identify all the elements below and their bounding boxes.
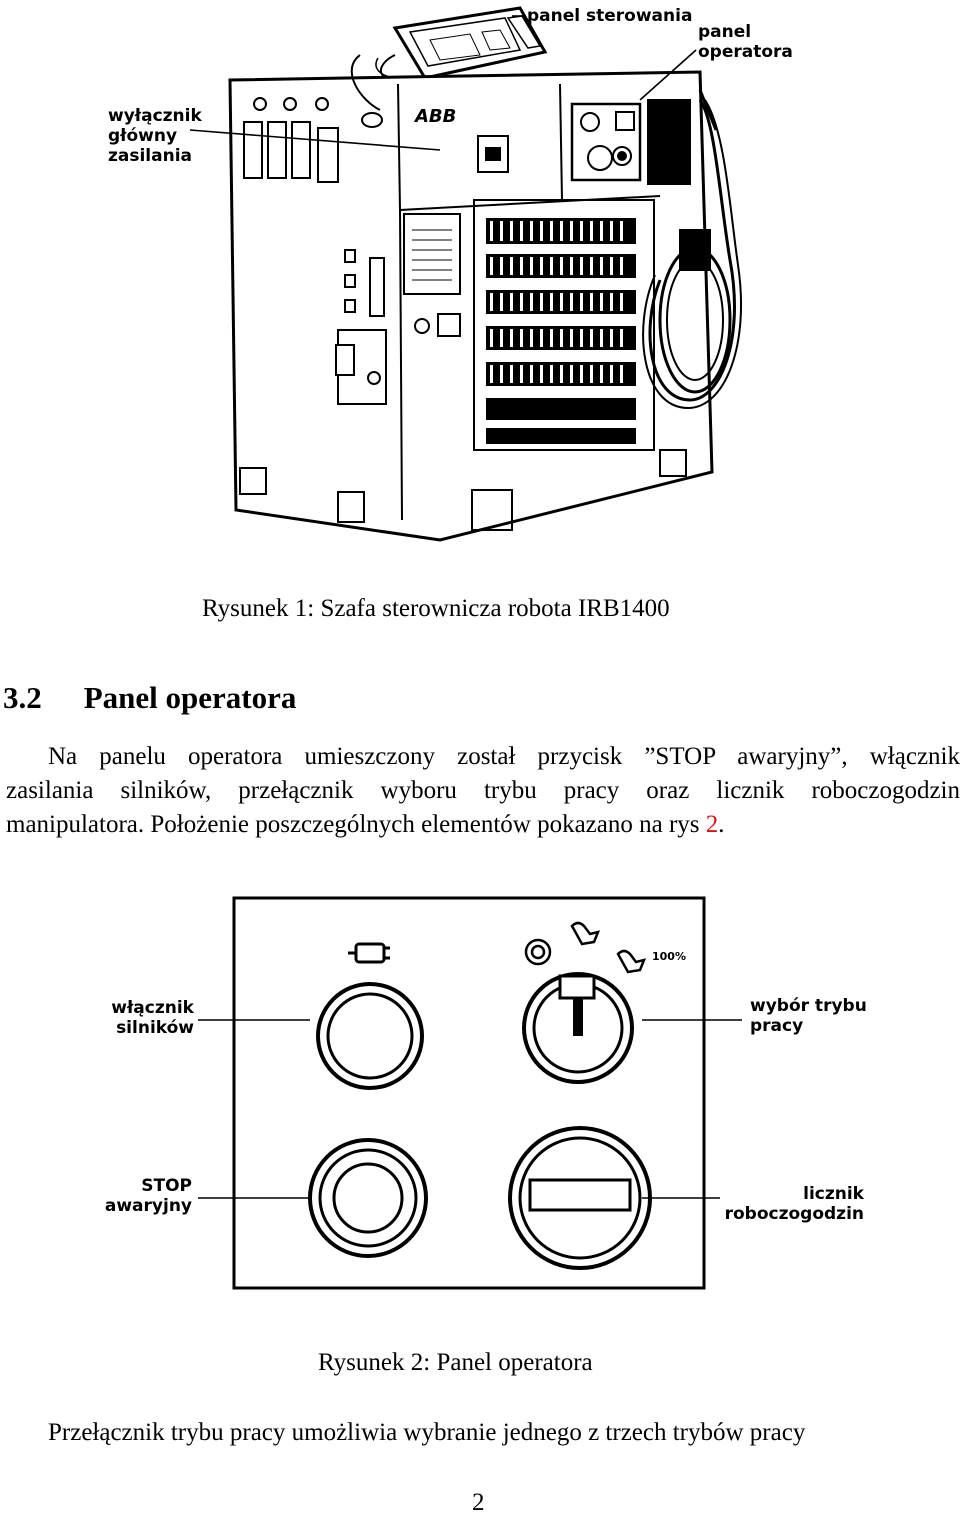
paragraph-2: Przełącznik trybu pracy umożliwia wybran… [48, 1419, 806, 1446]
label-hour-counter-line1: licznik [803, 1184, 864, 1204]
figure2-reference-link[interactable]: 2 [705, 811, 719, 838]
label-main-switch: wyłącznik główny zasilania [108, 106, 202, 166]
paragraph-1-line2: zasilania silników, przełącznik wyboru t… [6, 777, 960, 804]
page-number: 2 [472, 1489, 485, 1516]
paragraph-1: Na panelu operatora umieszczony został p… [6, 740, 960, 842]
figure2-caption: Rysunek 2: Panel operatora [318, 1349, 593, 1376]
label-mode-select-line1: wybór trybu [750, 996, 867, 1016]
paragraph-1-period: . [718, 811, 725, 838]
label-motor-switch-line1: włącznik [111, 998, 194, 1018]
label-mode-select: wybór trybu pracy [750, 996, 867, 1036]
label-operator-panel-line2: operatora [698, 42, 793, 62]
label-hour-counter: licznik roboczogodzin [722, 1184, 864, 1224]
section-number: 3.2 [3, 680, 42, 715]
paragraph-1-line3: manipulatora. Położenie poszczególnych e… [6, 808, 960, 842]
label-main-switch-line3: zasilania [108, 146, 193, 166]
cabinet-operator-panel-icon [350, 54, 742, 410]
label-control-panel: panel sterowania [527, 6, 693, 26]
paragraph-1-line3-text: manipulatora. Położenie poszczególnych e… [6, 811, 706, 838]
label-motor-switch-line2: silników [116, 1018, 194, 1038]
label-emergency-stop-line2: awaryjny [104, 1196, 192, 1216]
label-emergency-stop-line1: STOP [141, 1176, 192, 1196]
abb-brand-logo: ABB [415, 106, 457, 127]
label-main-switch-line1: wyłącznik [108, 106, 202, 126]
label-operator-panel-line1: panel [698, 22, 752, 42]
label-operator-panel: panel operatora [698, 22, 793, 62]
label-motor-switch: włącznik silników [108, 998, 194, 1038]
teach-pendant-icon [375, 6, 548, 85]
label-emergency-stop: STOP awaryjny [104, 1176, 192, 1216]
paragraph-1-line1: Na panelu operatora umieszczony został p… [48, 743, 960, 770]
cabinet-drawing [189, 6, 742, 542]
label-mode-select-line2: pracy [750, 1016, 804, 1036]
label-main-switch-line2: główny [108, 126, 178, 146]
figure1-caption: Rysunek 1: Szafa sterownicza robota IRB1… [202, 595, 670, 622]
section-heading: 3.2 Panel operatora [3, 680, 296, 716]
label-hour-counter-line2: roboczogodzin [724, 1204, 864, 1224]
operator-panel-drawing [198, 896, 742, 1290]
label-100-percent: 100% [652, 950, 686, 963]
section-title: Panel operatora [83, 680, 297, 715]
motor-icon [348, 942, 390, 964]
